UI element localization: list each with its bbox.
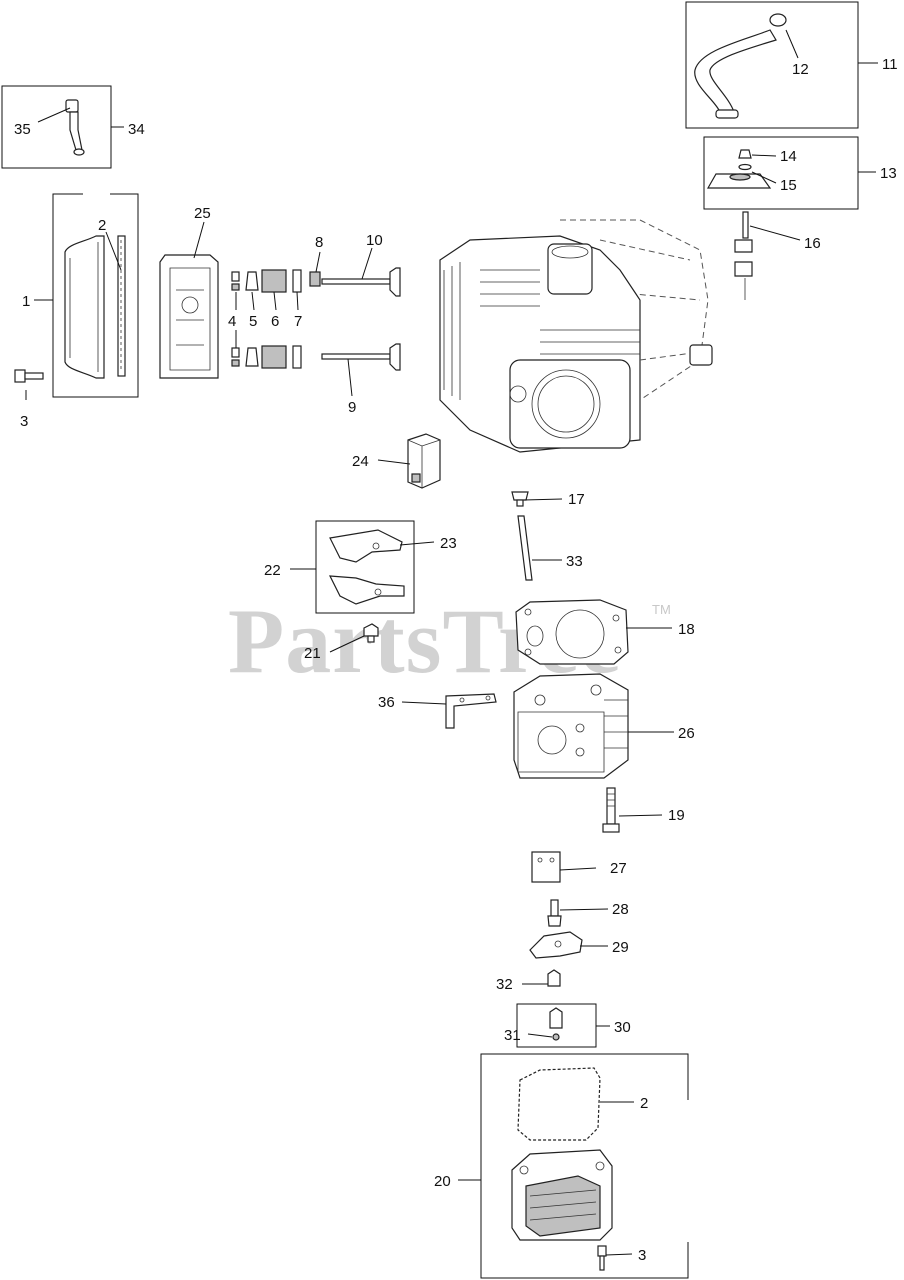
stud-terminal-part xyxy=(734,211,753,300)
adjuster-part xyxy=(549,1007,563,1041)
callout-7: 7 xyxy=(294,313,302,330)
valve-cover-part xyxy=(511,1149,613,1241)
callout-36: 36 xyxy=(378,694,395,711)
small-screw-part xyxy=(363,623,379,643)
head-bolt-part xyxy=(602,787,620,833)
callout-27: 27 xyxy=(610,860,627,877)
callout-23: 23 xyxy=(440,535,457,552)
deflector-part xyxy=(328,529,405,605)
callout-26: 26 xyxy=(678,725,695,742)
callout-15: 15 xyxy=(780,177,797,194)
head-gasket-part xyxy=(515,599,629,665)
callout-16: 16 xyxy=(804,235,821,252)
callout-labels: 35 34 12 11 14 15 13 16 2 1 3 25 4 5 6 7… xyxy=(14,56,898,1264)
callout-18: 18 xyxy=(678,621,695,638)
cylinder-head-part xyxy=(513,673,629,779)
callout-12: 12 xyxy=(792,61,809,78)
callout-5: 5 xyxy=(249,313,257,330)
box-20 xyxy=(480,1053,689,1279)
box-1 xyxy=(52,193,139,398)
guide-plate-part xyxy=(531,851,561,883)
engine-block-part xyxy=(439,219,713,453)
breather-tube-part xyxy=(65,99,85,156)
valve-cover-screw-part xyxy=(597,1245,607,1271)
callout-31: 31 xyxy=(504,1027,521,1044)
box-22 xyxy=(315,520,415,614)
intake-valve-part xyxy=(321,343,401,371)
rocker-nut-part xyxy=(547,969,561,987)
breather-housing-part xyxy=(159,254,219,379)
callout-2-lower: 2 xyxy=(640,1095,648,1112)
callout-4: 4 xyxy=(228,313,236,330)
callout-19: 19 xyxy=(668,807,685,824)
callout-29: 29 xyxy=(612,939,629,956)
valve-cover-gasket-part xyxy=(517,1067,601,1141)
callout-20: 20 xyxy=(434,1173,451,1190)
callout-21: 21 xyxy=(304,645,321,662)
callout-35: 35 xyxy=(14,121,31,138)
exhaust-valve-part xyxy=(321,267,401,297)
leader-lines xyxy=(25,29,878,1256)
rocker-stud-part xyxy=(547,899,562,927)
callout-17: 17 xyxy=(568,491,585,508)
box-13 xyxy=(703,136,859,210)
callout-2-upper: 2 xyxy=(98,217,106,234)
callout-3-upper: 3 xyxy=(20,413,28,430)
callout-28: 28 xyxy=(612,901,629,918)
callout-30: 30 xyxy=(614,1019,631,1036)
callout-32: 32 xyxy=(496,976,513,993)
callout-3-lower: 3 xyxy=(638,1247,646,1264)
box-11 xyxy=(685,1,859,129)
oil-fill-cover-part xyxy=(706,149,772,189)
callout-10: 10 xyxy=(366,232,383,249)
rocker-block-part xyxy=(407,433,441,489)
bracket-part xyxy=(445,693,497,729)
valve-keepers-springs-upper xyxy=(231,269,321,293)
callout-11: 11 xyxy=(882,56,898,73)
callout-6: 6 xyxy=(271,313,279,330)
callout-25: 25 xyxy=(194,205,211,222)
valve-cover-side-part xyxy=(64,235,126,379)
rocker-arm-part xyxy=(529,931,583,959)
callout-33: 33 xyxy=(566,553,583,570)
callout-8: 8 xyxy=(315,234,323,251)
hose-part xyxy=(694,13,787,119)
callout-22: 22 xyxy=(264,562,281,579)
screw-part xyxy=(14,369,44,383)
valve-keepers-springs-lower xyxy=(231,345,302,369)
push-rod-part xyxy=(511,491,533,581)
callout-9: 9 xyxy=(348,399,356,416)
callout-14: 14 xyxy=(780,148,797,165)
callout-24: 24 xyxy=(352,453,369,470)
callout-34: 34 xyxy=(128,121,145,138)
watermark-trademark: TM xyxy=(652,602,671,617)
callout-1: 1 xyxy=(22,293,30,310)
callout-13: 13 xyxy=(880,165,897,182)
